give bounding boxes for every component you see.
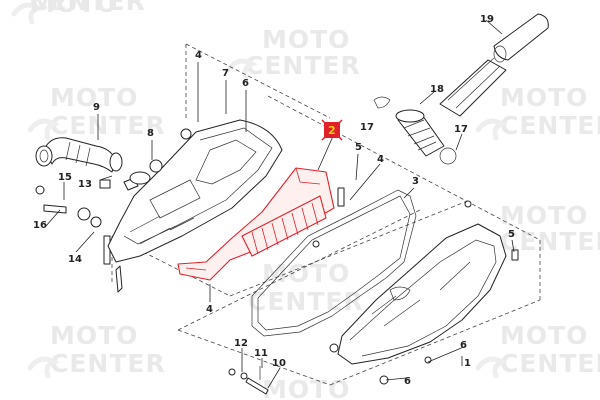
- callout-15: 15: [58, 172, 72, 183]
- callout-1: 1: [464, 358, 471, 369]
- watermark-logo-icon: [27, 118, 60, 141]
- watermark-text-center: CENTER: [500, 111, 600, 140]
- callout-11: 11: [254, 348, 268, 359]
- part-filter-cover: [329, 200, 507, 385]
- part-filter-housing: [107, 119, 283, 263]
- highlight-marker-label: 2: [328, 124, 336, 137]
- watermark-text-center: CENTER: [50, 349, 166, 378]
- watermark-text-center: CENTER: [248, 287, 364, 316]
- callout-9: 9: [93, 102, 100, 113]
- watermark-text-moto: MOTO: [262, 375, 350, 400]
- watermark-logo-icon: [225, 58, 258, 81]
- watermark-text-center: CENTER: [500, 349, 600, 378]
- watermark-text-center: CENTER: [245, 51, 361, 80]
- callout-7: 7: [222, 68, 229, 79]
- callout-3: 3: [412, 176, 419, 187]
- highlight-marker-part-2[interactable]: 2: [321, 119, 343, 141]
- part-housing-gasket: [251, 189, 417, 337]
- watermark-text-moto: MOTO: [50, 83, 138, 112]
- callout-6-right: 6: [460, 340, 467, 351]
- watermark: MOTO CENTER MOTO CENTER MOTO CENTER MOTO…: [11, 0, 600, 400]
- callout-4-bottom: 4: [206, 304, 213, 315]
- watermark-logo-icon: [475, 356, 508, 379]
- callout-12: 12: [234, 338, 248, 349]
- watermark-text-moto: MOTO: [30, 0, 118, 18]
- callout-6-top: 6: [242, 78, 249, 89]
- part-bottom-bolts: [228, 366, 269, 395]
- part-small-hardware-left: [35, 177, 139, 293]
- watermark-text-moto: MOTO: [500, 201, 588, 230]
- callout-19: 19: [480, 14, 494, 25]
- callout-labels: 4 7 6 9 8 15 13 16 14 5 4 3 5 6 1 6 4 12…: [33, 14, 515, 387]
- watermark-text-moto: MOTO: [500, 321, 588, 350]
- callout-13: 13: [78, 179, 92, 190]
- callout-17-left: 17: [360, 122, 374, 133]
- callout-10: 10: [272, 358, 286, 369]
- watermark-text-moto: MOTO: [262, 25, 350, 54]
- watermark-text-center: CENTER: [50, 111, 166, 140]
- callout-18: 18: [430, 84, 444, 95]
- watermark-text-moto: MOTO: [262, 259, 350, 288]
- callout-5-right: 5: [508, 229, 515, 240]
- part-intake-duct: [373, 13, 549, 165]
- watermark-logo-icon: [27, 356, 60, 379]
- watermark-text-center: CENTER: [30, 0, 146, 16]
- callout-17-right: 17: [454, 124, 468, 135]
- part-intake-hose: [35, 137, 123, 173]
- callout-8: 8: [147, 128, 154, 139]
- part-air-filter-element-highlighted: [177, 167, 335, 281]
- callout-16: 16: [33, 220, 47, 231]
- highlight-crosshair-icon: [321, 119, 343, 141]
- leader-lines: [45, 19, 515, 389]
- part-screws: [312, 187, 519, 261]
- callout-4-top: 4: [195, 50, 202, 61]
- watermark-text-moto: MOTO: [50, 321, 138, 350]
- callout-5-upper: 5: [355, 142, 362, 153]
- watermark-logo-icon: [475, 118, 508, 141]
- watermark-text-moto: MOTO: [500, 83, 588, 112]
- callout-6-bottom: 6: [404, 376, 411, 387]
- callout-4-mid: 4: [377, 154, 384, 165]
- callout-14: 14: [68, 254, 82, 265]
- watermark-tile: MOTO: [11, 0, 118, 25]
